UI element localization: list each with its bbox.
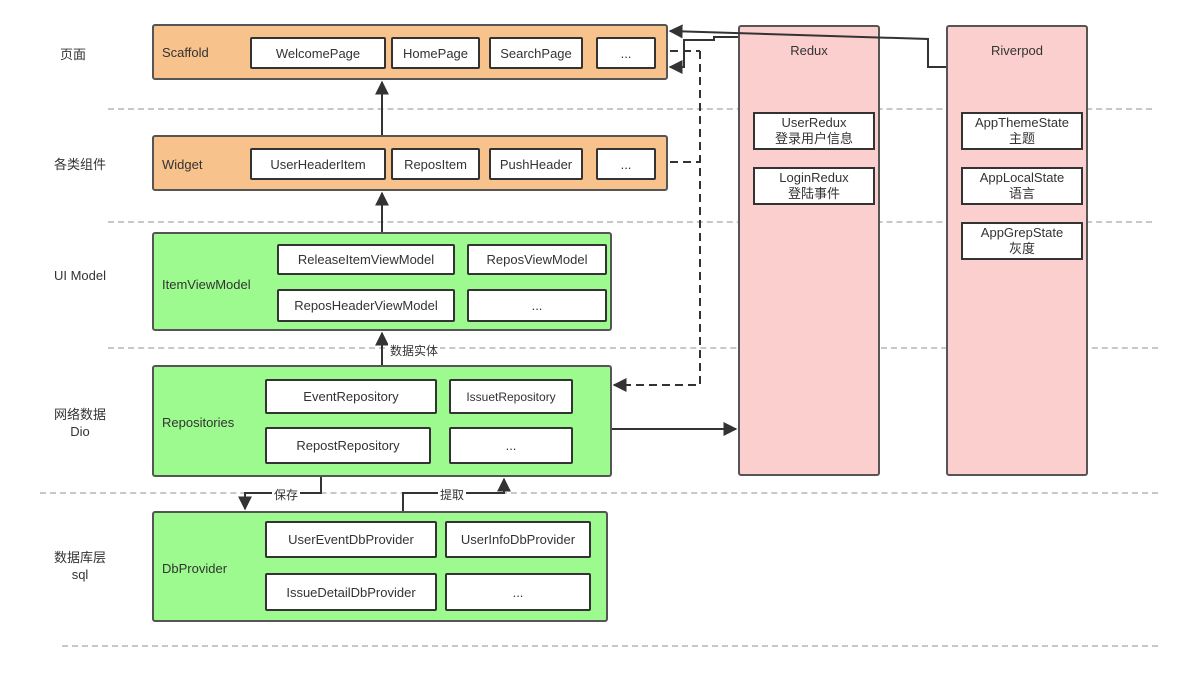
dashed-redux-to-repositories xyxy=(612,51,701,392)
search-page-box: SearchPage xyxy=(489,37,583,69)
user-info-db-provider-box: UserInfoDbProvider xyxy=(445,521,591,558)
more-pages-box: ... xyxy=(596,37,656,69)
layer-separator xyxy=(108,347,1158,349)
arrow-redux-to-scaffold xyxy=(668,36,738,74)
layer-separator xyxy=(62,645,1158,647)
release-item-view-model-box: ReleaseItemViewModel xyxy=(277,244,455,275)
layer-separator xyxy=(108,108,1152,110)
layer-separator xyxy=(108,221,1152,223)
widget-title: Widget xyxy=(162,157,203,172)
more-db-providers-box: ... xyxy=(445,573,591,611)
issuet-repository-box: IssuetRepository xyxy=(449,379,573,414)
item-view-model-group: ItemViewModel ReleaseItemViewModel Repos… xyxy=(152,232,612,331)
db-provider-title: DbProvider xyxy=(162,561,228,576)
scaffold-title: Scaffold xyxy=(162,45,209,60)
db-provider-group: DbProvider UserEventDbProvider UserInfoD… xyxy=(152,511,608,622)
widget-group: Widget UserHeaderItem ReposItem PushHead… xyxy=(152,135,668,191)
layer-label-ui-model: UI Model xyxy=(53,268,107,283)
edge-label-data-entity: 数据实体 xyxy=(388,342,441,359)
more-view-models-box: ... xyxy=(467,289,607,322)
home-page-box: HomePage xyxy=(391,37,480,69)
item-view-model-title: ItemViewModel xyxy=(162,277,251,292)
repositories-group: Repositories EventRepository IssuetRepos… xyxy=(152,365,612,477)
layer-label-widgets: 各类组件 xyxy=(53,157,106,172)
arrow-riverpod-to-scaffold xyxy=(668,24,946,68)
repos-view-model-box: ReposViewModel xyxy=(467,244,607,275)
user-event-db-provider-box: UserEventDbProvider xyxy=(265,521,437,558)
user-header-item-box: UserHeaderItem xyxy=(250,148,386,180)
welcome-page-box: WelcomePage xyxy=(250,37,386,69)
event-repository-box: EventRepository xyxy=(265,379,437,414)
edge-label-fetch: 提取 xyxy=(438,486,467,503)
edge-label-save: 保存 xyxy=(272,486,301,503)
layer-label-page: 页面 xyxy=(59,47,86,62)
layer-separator xyxy=(40,492,1158,494)
scaffold-group: Scaffold WelcomePage HomePage SearchPage… xyxy=(152,24,668,80)
redux-title: Redux xyxy=(790,43,828,58)
more-repositories-box: ... xyxy=(449,427,573,464)
repositories-title: Repositories xyxy=(162,415,235,430)
repost-repository-box: RepostRepository xyxy=(265,427,431,464)
issue-detail-db-provider-box: IssueDetailDbProvider xyxy=(265,573,437,611)
repos-header-view-model-box: ReposHeaderViewModel xyxy=(277,289,455,322)
more-widgets-box: ... xyxy=(596,148,656,180)
riverpod-title: Riverpod xyxy=(990,43,1044,58)
push-header-box: PushHeader xyxy=(489,148,583,180)
repos-item-box: ReposItem xyxy=(391,148,480,180)
